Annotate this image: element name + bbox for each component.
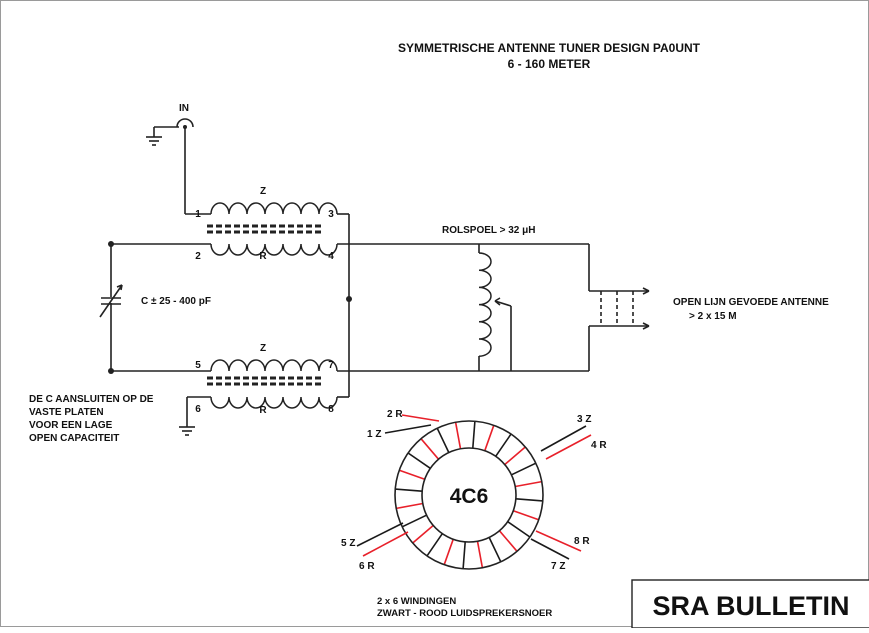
lead-5z	[356, 522, 404, 547]
input-label: IN	[179, 103, 189, 114]
toroid-winding-turn	[443, 539, 454, 565]
toroid-winding-turn	[401, 514, 427, 528]
lead-5z-label: 5 Z	[341, 538, 355, 549]
toroid-winding-turn	[511, 462, 537, 476]
input-connector: IN	[176, 103, 211, 215]
variable-capacitor: C ± 25 - 400 pF	[99, 284, 211, 318]
lead-7z-label: 7 Z	[551, 561, 565, 572]
pin-5-label: 5	[195, 360, 201, 371]
lead-6r	[362, 531, 409, 557]
toroid-winding-turn	[495, 433, 512, 457]
title-line-1: SYMMETRISCHE ANTENNE TUNER DESIGN PA0UNT	[398, 41, 701, 55]
capacitor-label: C ± 25 - 400 pF	[141, 296, 211, 307]
lead-2r-label: 2 R	[387, 409, 403, 420]
toroid-winding-turn	[515, 480, 542, 488]
roller-coil: ROLSPOEL > 32 μH	[442, 225, 535, 371]
toroid-winding-turn	[488, 537, 502, 563]
toroid-winding-turn	[454, 422, 462, 449]
pin-4-label: 4	[328, 251, 334, 262]
pin-3-label: 3	[328, 209, 334, 220]
input-ground-icon	[146, 126, 179, 146]
lead-3z-label: 3 Z	[577, 414, 591, 425]
pin-1-label: 1	[195, 209, 201, 220]
lead-1z-label: 1 Z	[367, 429, 381, 440]
toroid-winding-turn	[412, 524, 434, 544]
title-line-2: 6 - 160 METER	[508, 57, 591, 71]
top-r-label: R	[259, 251, 267, 262]
lead-7z	[530, 538, 570, 560]
winding-note-line-1: 2 x 6 WINDINGEN	[377, 596, 456, 607]
toroid-winding-turn	[426, 533, 443, 557]
bottom-r-label: R	[259, 405, 267, 416]
lead-8r	[535, 530, 582, 552]
note-line-3: VOOR EEN LAGE	[29, 420, 113, 431]
sra-bulletin-badge: SRA BULLETIN	[631, 579, 869, 629]
toroid-winding-turn	[462, 541, 466, 569]
bottom-z-label: Z	[260, 343, 266, 354]
lead-8r-label: 8 R	[574, 536, 590, 547]
toroid-core-label: 4C6	[450, 485, 489, 508]
lead-4r-label: 4 R	[591, 440, 607, 451]
bottom-ground-icon	[179, 426, 195, 436]
capacitor-note: DE C AANSLUITEN OP DE VASTE PLATEN VOOR …	[29, 394, 154, 444]
roller-coil-label: ROLSPOEL > 32 μH	[442, 225, 535, 236]
badge-text: SRA BULLETIN	[653, 591, 850, 621]
toroid-winding-turn	[420, 438, 440, 460]
top-transformer: Z R 1 2 3 4	[195, 186, 338, 262]
toroid-winding-turn	[407, 452, 431, 469]
lead-6r-label: 6 R	[359, 561, 375, 572]
note-line-4: OPEN CAPACITEIT	[29, 433, 119, 444]
antenna-label-line-2: > 2 x 15 M	[689, 311, 737, 322]
pin-7-label: 7	[328, 360, 334, 371]
top-z-label: Z	[260, 186, 266, 197]
circuit-wiring	[108, 213, 589, 427]
note-line-2: VASTE PLATEN	[29, 407, 104, 418]
toroid-leads	[356, 414, 592, 560]
lead-3z	[540, 425, 587, 452]
toroid-winding-turn	[484, 425, 495, 451]
bottom-transformer: Z R 5 6 7 8	[195, 343, 338, 416]
toroid-winding-turn	[513, 510, 539, 521]
winding-note-line-2: ZWART - ROOD LUIDSPREKERSNOER	[377, 608, 552, 619]
toroid-winding-turn	[476, 541, 484, 568]
toroid-winding-turn	[396, 502, 423, 510]
toroid-winding-turn	[399, 469, 425, 480]
toroid-winding-turn	[436, 427, 450, 453]
pin-6-label: 6	[195, 404, 201, 415]
toroid-lead-labels: 2 R 1 Z 3 Z 4 R 5 Z 6 R 8 R 7 Z	[341, 409, 607, 572]
toroid-winding-turn	[507, 521, 531, 538]
note-line-1: DE C AANSLUITEN OP DE	[29, 394, 154, 405]
lead-1z	[384, 424, 432, 434]
lead-2r	[401, 414, 440, 422]
toroid-winding-turn	[472, 421, 476, 449]
pin-8-label: 8	[328, 404, 334, 415]
toroid-core: 4C6	[394, 420, 544, 570]
pin-2-label: 2	[195, 251, 201, 262]
toroid-winding-turn	[395, 488, 423, 492]
output-feedline: OPEN LIJN GEVOEDE ANTENNE > 2 x 15 M	[588, 244, 829, 371]
toroid-winding-turn	[504, 446, 526, 466]
lead-4r	[545, 434, 592, 460]
toroid-winding-turn	[515, 498, 543, 502]
toroid-windings	[395, 421, 543, 569]
antenna-label-line-1: OPEN LIJN GEVOEDE ANTENNE	[673, 297, 829, 308]
toroid-winding-turn	[498, 530, 518, 552]
